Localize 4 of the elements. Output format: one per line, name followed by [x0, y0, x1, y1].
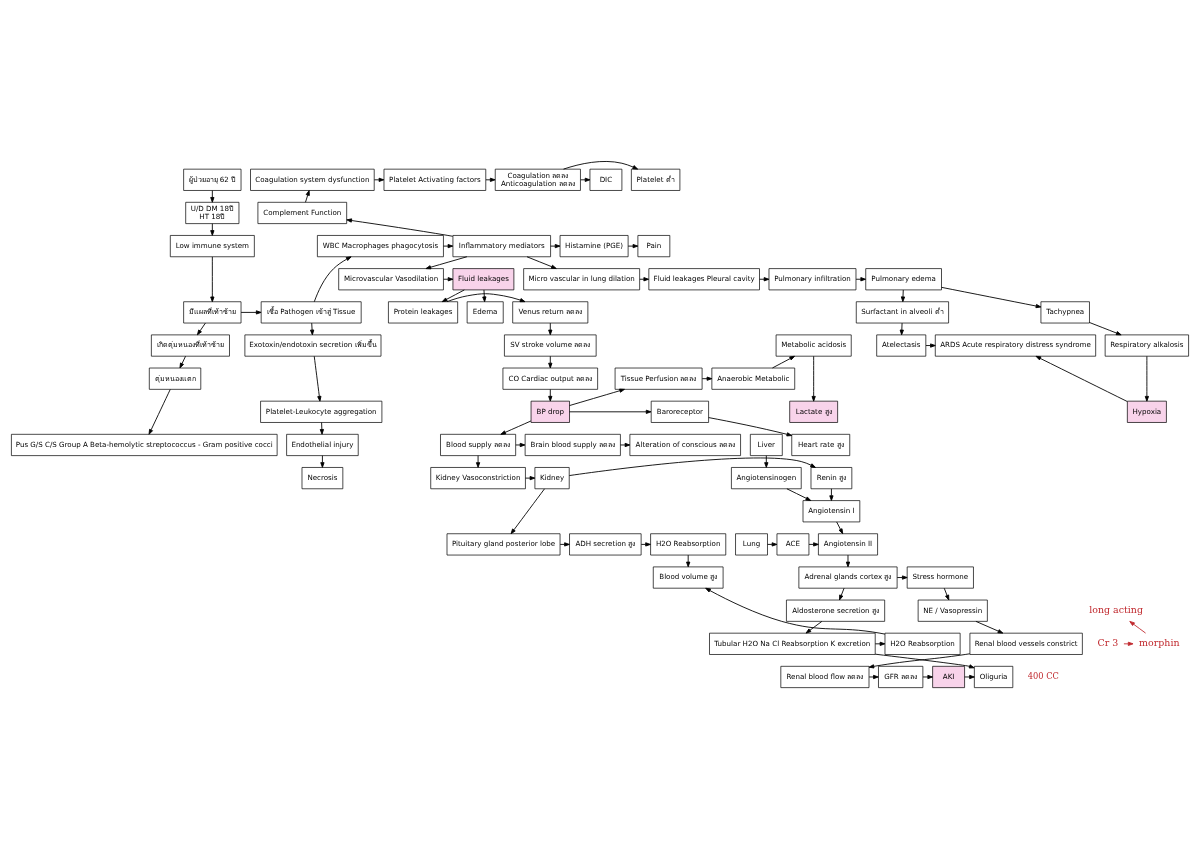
node-label: 400 CC — [1027, 671, 1059, 682]
node-text: morphin — [1139, 637, 1180, 649]
node-text: long acting — [1089, 603, 1143, 615]
node-text: Cr 3 — [1097, 637, 1119, 649]
